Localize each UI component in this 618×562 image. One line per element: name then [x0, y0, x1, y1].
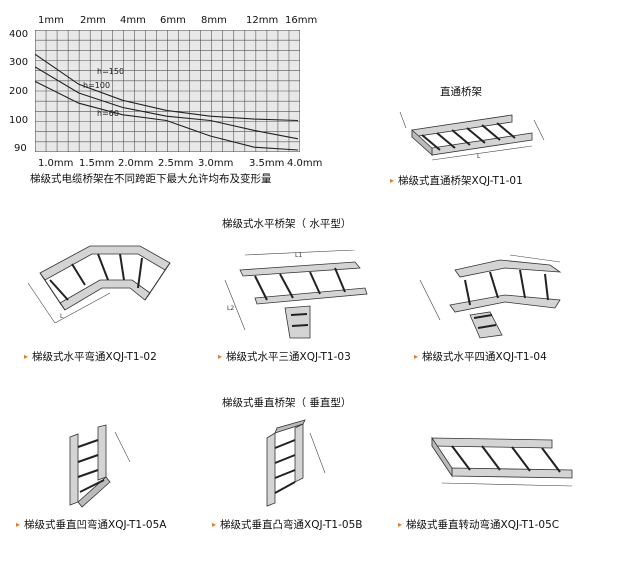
dim-label-L: L [477, 153, 481, 160]
horizontal-tee-drawing: L1 L2 [224, 250, 368, 339]
bullet-arrow-icon: ▸ [414, 352, 419, 361]
bottom-tick-label: 1.0mm [38, 158, 74, 169]
series-line-2 [35, 80, 299, 151]
vertical-convex-drawing [266, 419, 326, 507]
series-line-1 [35, 66, 299, 140]
top-tick-label: 4mm [120, 15, 146, 26]
dim-label-L1: L1 [295, 252, 302, 259]
dim-label-L: L [60, 313, 64, 320]
bullet-arrow-icon: ▸ [212, 520, 217, 529]
bullet-arrow-icon: ▸ [218, 352, 223, 361]
bullet-arrow-icon: ▸ [24, 352, 29, 361]
caption-h-tee: ▸梯级式水平三通XQJ-T1-03 [218, 351, 351, 363]
bottom-tick-label: 3.0mm [198, 158, 234, 169]
top-tick-label: 8mm [201, 15, 227, 26]
top-tick-label: 6mm [160, 15, 186, 26]
section-heading-vertical: 梯级式垂直桥架（ 垂直型） [222, 397, 352, 409]
top-tick-label: 16mm [285, 15, 318, 26]
chart-caption: 梯级式电缆桥架在不同跨距下最大允许均布及变形量 [30, 173, 272, 185]
section-heading-horizontal: 梯级式水平桥架（ 水平型） [222, 218, 352, 230]
caption-v-concave: ▸梯级式垂直凹弯通XQJ-T1-05A [16, 519, 167, 531]
section-heading-straight: 直通桥架 [440, 86, 482, 98]
y-tick-label: 90 [14, 143, 27, 154]
bottom-tick-label: 1.5mm [79, 158, 115, 169]
bottom-tick-label: 2.5mm [158, 158, 194, 169]
grid-lines [35, 30, 300, 152]
y-tick-label: 300 [9, 57, 29, 68]
caption-v-convex: ▸梯级式垂直凸弯通XQJ-T1-05B [212, 519, 363, 531]
series-label: h=150 [97, 67, 124, 76]
bottom-tick-label: 2.0mm [118, 158, 154, 169]
series-label: h=100 [83, 81, 110, 90]
chart-plot: h=150 h=100 h=60 [35, 30, 300, 152]
series-label: h=60 [97, 109, 119, 118]
caption-v-rotate: ▸梯级式垂直转动弯通XQJ-T1-05C [398, 519, 560, 531]
y-tick-label: 100 [9, 115, 29, 126]
curves [35, 53, 299, 151]
horizontal-cross-drawing [419, 254, 562, 339]
y-tick-label: 400 [9, 29, 29, 40]
dim-label-L2: L2 [227, 305, 234, 312]
bullet-arrow-icon: ▸ [390, 176, 395, 185]
vertical-rotate-drawing [431, 436, 573, 487]
caption-straight: ▸梯级式直通桥架XQJ-T1-01 [390, 175, 523, 187]
series-line-0 [35, 53, 299, 122]
vertical-concave-drawing [69, 424, 131, 508]
straight-tray-drawing: L [399, 111, 545, 161]
top-tick-label: 2mm [80, 15, 106, 26]
bottom-tick-label: 3.5mm [249, 158, 285, 169]
bullet-arrow-icon: ▸ [398, 520, 403, 529]
caption-h-elbow: ▸梯级式水平弯通XQJ-T1-02 [24, 351, 157, 363]
bottom-tick-label: 4.0mm [287, 158, 323, 169]
caption-h-cross: ▸梯级式水平四通XQJ-T1-04 [414, 351, 547, 363]
top-tick-label: 12mm [246, 15, 279, 26]
bullet-arrow-icon: ▸ [16, 520, 21, 529]
y-tick-label: 200 [9, 86, 29, 97]
horizontal-elbow-drawing: L [27, 245, 171, 324]
top-tick-label: 1mm [38, 15, 64, 26]
